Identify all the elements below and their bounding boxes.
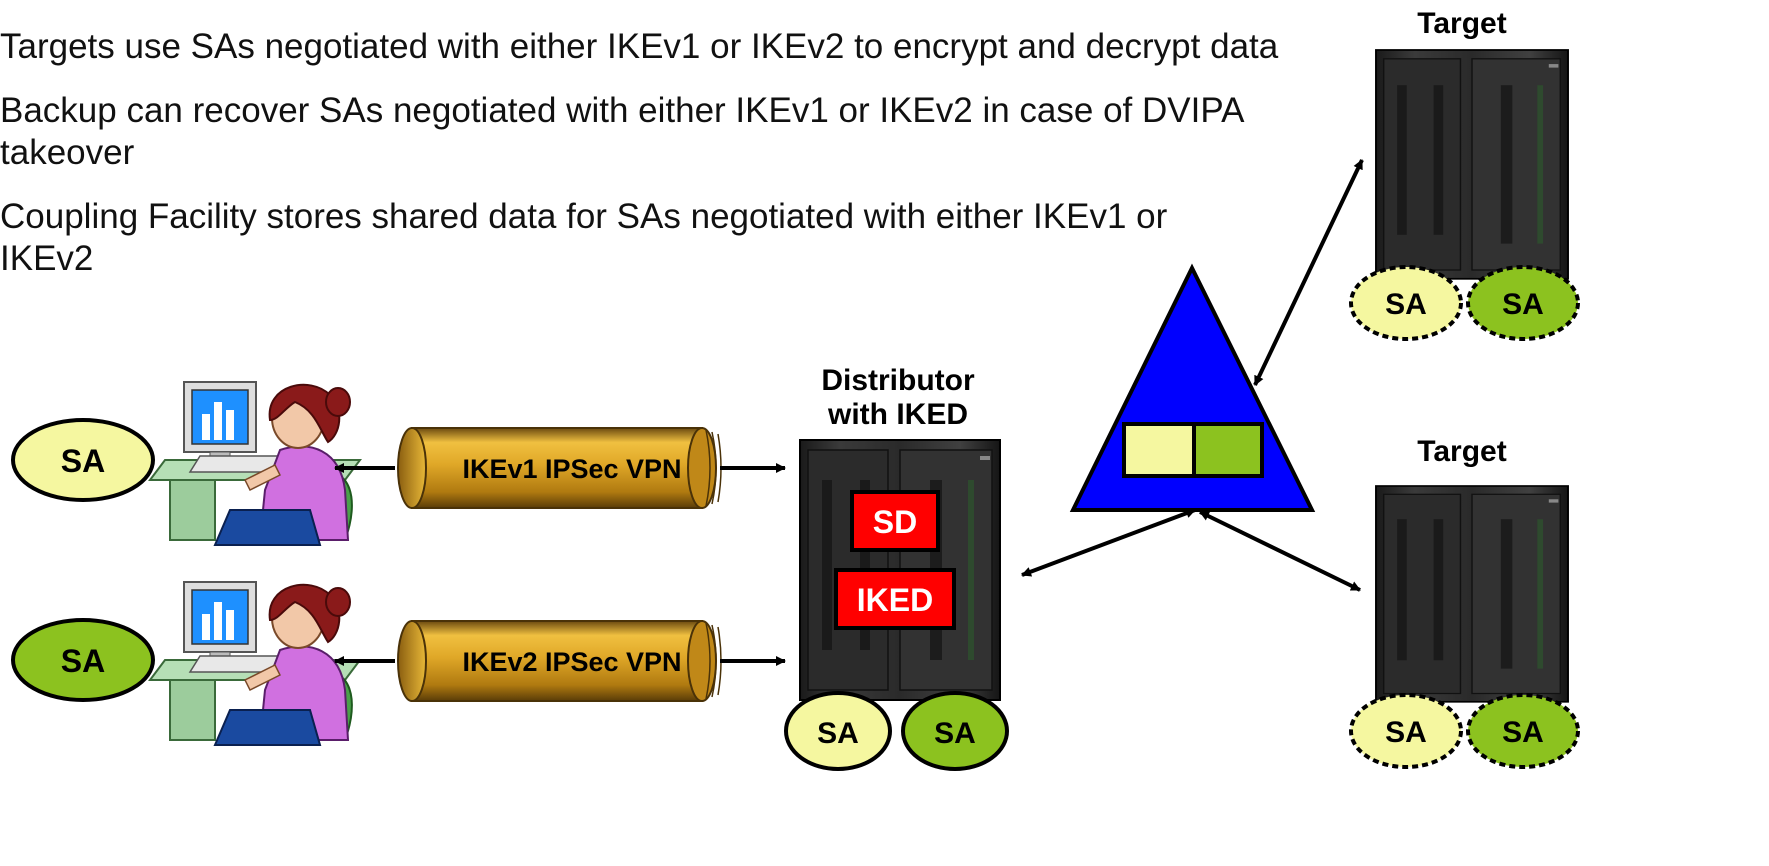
client-row-ikev1: SA IKEv1 IPSec VPN — [11, 381, 786, 546]
distributor-title-line2: with IKED — [827, 398, 968, 431]
coupling-facility — [1069, 263, 1316, 512]
sa-label-client-2: SA — [61, 643, 105, 679]
distributor-cf-arrow — [1021, 508, 1196, 577]
sa-label-target1-2: SA — [1502, 288, 1544, 321]
cf-target1-arrow — [1253, 159, 1364, 386]
tunnel-label-ikev2: IKEv2 IPSec VPN — [462, 647, 681, 677]
target-2-title: Target — [1417, 435, 1506, 468]
sd-label: SD — [873, 504, 917, 540]
sa-ellipse-client-1 — [11, 418, 155, 502]
target-2: Target SA SA — [1349, 435, 1580, 769]
mainframe-server-icon — [1375, 49, 1569, 280]
mainframe-server-icon — [1375, 485, 1569, 703]
iked-box — [834, 568, 956, 630]
sa-label-target1-1: SA — [1385, 288, 1427, 321]
bullet-coupling-facility: Coupling Facility stores shared data for… — [0, 197, 1168, 278]
target-1-title: Target — [1417, 7, 1506, 40]
sa-ellipse-client-2 — [11, 618, 155, 702]
target-1: Target SA SA — [1349, 7, 1580, 341]
sa-ellipse-distributor-2 — [901, 691, 1009, 771]
sa-ellipse-target2-2 — [1466, 693, 1580, 769]
sa-label-distributor-2: SA — [934, 717, 976, 750]
sd-box — [850, 490, 940, 552]
cf-structure-ikev2 — [1192, 422, 1264, 478]
sa-label-client-1: SA — [61, 443, 105, 479]
sa-ellipse-target1-1 — [1349, 265, 1463, 341]
distributor-title-line1: Distributor — [821, 364, 975, 397]
sa-label-target2-2: SA — [1502, 716, 1544, 749]
tunnel-label-ikev1: IKEv1 IPSec VPN — [462, 454, 681, 484]
client-row-ikev2: SA IKEv2 IPSec VPN — [11, 581, 786, 746]
cf-target2-arrow — [1199, 510, 1361, 592]
bullet-backup: Backup can recover SAs negotiated with e… — [0, 91, 1243, 172]
sa-ellipse-target2-1 — [1349, 693, 1463, 769]
user-at-computer-icon — [149, 581, 361, 746]
user-at-computer-icon — [149, 381, 361, 546]
sa-ellipse-distributor-1 — [784, 691, 892, 771]
bullet-list: Targets use SAs negotiated with either I… — [0, 26, 1360, 302]
sa-ellipse-target1-2 — [1466, 265, 1580, 341]
ikev2-vpn-tunnel: IKEv2 IPSec VPN — [397, 620, 722, 702]
ikev1-vpn-tunnel: IKEv1 IPSec VPN — [397, 427, 722, 509]
sa-label-target2-1: SA — [1385, 716, 1427, 749]
distributor: Distributor with IKED SD IKED SA SA — [784, 364, 1009, 771]
iked-label: IKED — [857, 582, 933, 618]
sa-label-distributor-1: SA — [817, 717, 859, 750]
cf-structure-ikev1 — [1122, 422, 1196, 478]
bullet-targets: Targets use SAs negotiated with either I… — [0, 27, 1279, 66]
